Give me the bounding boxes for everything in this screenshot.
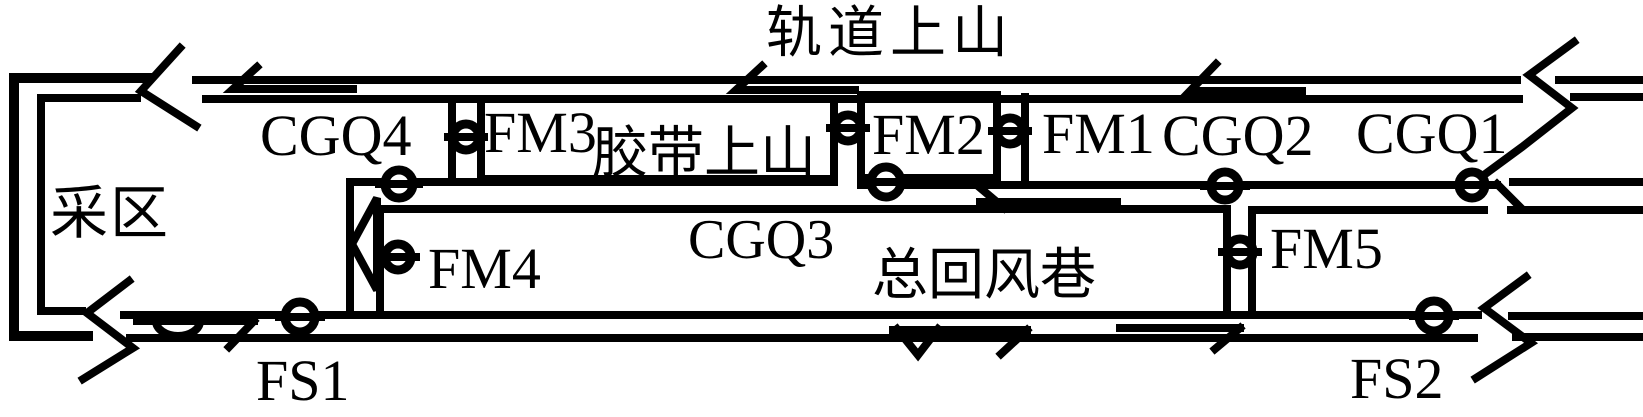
airflow-arrow-channel-barb bbox=[1209, 322, 1246, 355]
sensor-symbol-cgq4 bbox=[375, 165, 423, 203]
sensor-symbol-fs2 bbox=[1409, 296, 1459, 336]
airflow-arrow-corridor-barb bbox=[972, 180, 1010, 214]
airflow-arrow-bottom-left-barb bbox=[223, 315, 260, 353]
air-regulator-icon bbox=[347, 196, 381, 292]
airflow-arrow-right-icon bbox=[1180, 58, 1306, 95]
airflow-arrow-mid-icon bbox=[725, 60, 859, 94]
label-cgq3: CGQ3 bbox=[688, 209, 834, 271]
label-fm4: FM4 bbox=[428, 236, 541, 301]
sensor-symbol-fs1 bbox=[275, 297, 325, 337]
label-mining-area: 采区 bbox=[50, 181, 170, 246]
label-fm5: FM5 bbox=[1270, 216, 1383, 281]
tunnel-break-symbols bbox=[77, 36, 1580, 385]
label-cgq2: CGQ2 bbox=[1162, 103, 1313, 168]
label-cgq1: CGQ1 bbox=[1356, 101, 1507, 166]
airflow-arrows bbox=[133, 58, 1306, 362]
airflow-arrow-bottom-left-hook bbox=[151, 316, 205, 340]
airflow-arrow-bottom-mid-notch bbox=[891, 323, 944, 362]
sensor-symbols bbox=[275, 110, 1494, 337]
sensor-symbol-fm2-fm1 bbox=[988, 113, 1032, 149]
break-icon-bottom-right bbox=[1470, 271, 1539, 384]
airflow-arrow-bottom-mid-barb bbox=[995, 324, 1033, 360]
break-icon-bottom-left bbox=[77, 275, 141, 385]
label-fs1: FS1 bbox=[256, 348, 350, 413]
break-icon-top-right-tail bbox=[1491, 178, 1527, 214]
label-fm2: FM2 bbox=[872, 102, 985, 167]
sensor-symbol-cgq2 bbox=[1200, 167, 1250, 205]
sensor-symbol-fm4 bbox=[376, 239, 420, 275]
label-fs2: FS2 bbox=[1350, 346, 1444, 411]
label-cgq4: CGQ4 bbox=[260, 103, 411, 168]
sensor-symbol-fm3-left bbox=[444, 119, 488, 155]
label-fm3: FM3 bbox=[484, 100, 597, 165]
label-belt-incline: 胶带上山 bbox=[592, 123, 816, 185]
tunnel-lines bbox=[9, 73, 1643, 342]
sensor-symbol-cgq3 bbox=[861, 162, 911, 202]
labels: 轨道上山 CGQ4 FM3 胶带上山 FM2 FM1 CGQ2 CGQ1 CGQ… bbox=[50, 3, 1507, 413]
label-track-incline: 轨道上山 bbox=[766, 3, 1014, 65]
sensor-symbol-fm5 bbox=[1218, 234, 1262, 270]
break-icon-top-left bbox=[134, 42, 202, 132]
mining-area-inner-loop bbox=[37, 94, 141, 315]
break-icon-top-right bbox=[1482, 36, 1580, 178]
airflow-arrow-left-icon bbox=[222, 61, 357, 93]
mining-area-outer-loop bbox=[9, 73, 152, 341]
sensor-symbol-cgq1 bbox=[1450, 167, 1494, 203]
label-main-return-airway: 总回风巷 bbox=[872, 245, 1096, 307]
label-fm1: FM1 bbox=[1042, 101, 1155, 166]
sensor-symbol-fm3-fm2 bbox=[826, 110, 870, 146]
